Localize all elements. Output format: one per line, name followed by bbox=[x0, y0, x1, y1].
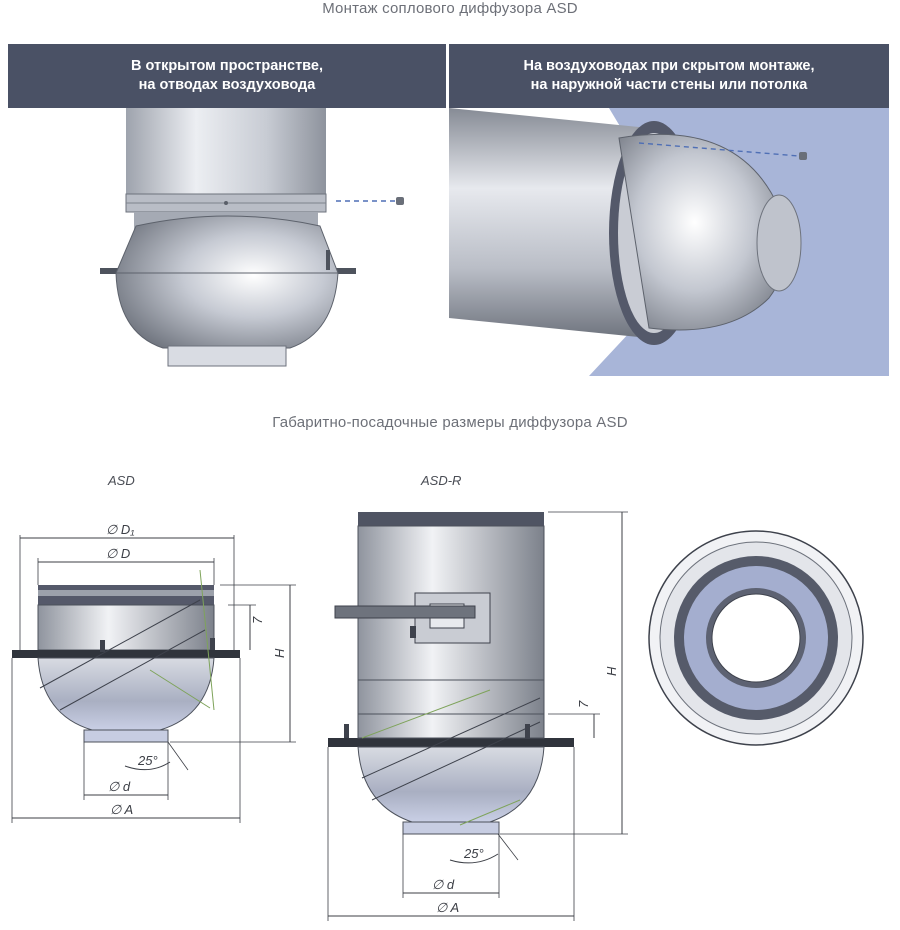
panel-header-open-space: В открытом пространстве, на отводах возд… bbox=[8, 44, 446, 108]
asd-r-dim-h: H bbox=[604, 666, 619, 676]
asd-dim-small-d: ∅ d bbox=[108, 779, 131, 794]
panel-header-line: на наружной части стены или потолка bbox=[530, 77, 808, 93]
asd-r-drawing: H 7 25° ∅ d ∅ A bbox=[327, 511, 628, 921]
asd-dim-7: 7 bbox=[250, 616, 265, 624]
asd-r-dim-7: 7 bbox=[576, 700, 591, 708]
render-open-space bbox=[8, 108, 446, 376]
panel-header-hidden-mount: На воздуховодах при скрытом монтаже, на … bbox=[449, 44, 889, 108]
asd-r-dim-a: ∅ A bbox=[436, 900, 459, 915]
asd-r-dim-angle: 25° bbox=[463, 846, 484, 861]
dimension-drawings: ∅ D₁ ∅ D 7 H 25° ∅ d ∅ A bbox=[11, 511, 864, 921]
asd-dim-d: ∅ D bbox=[106, 546, 130, 561]
asd-dim-h: H bbox=[272, 648, 287, 658]
asd-r-dim-small-d: ∅ d bbox=[432, 877, 455, 892]
mounting-title: Монтаж соплового диффузора ASD bbox=[322, 0, 578, 17]
front-view-ring bbox=[648, 530, 864, 746]
dimensions-title: Габаритно-посадочные размеры диффузора A… bbox=[272, 414, 628, 431]
panel-header-line: на отводах воздуховода bbox=[138, 77, 316, 93]
asd-r-label: ASD-R bbox=[421, 473, 462, 488]
asd-dim-d1: ∅ D₁ bbox=[106, 522, 134, 537]
asd-drawing: ∅ D₁ ∅ D 7 H 25° ∅ d ∅ A bbox=[11, 522, 296, 823]
panel-header-line: На воздуховодах при скрытом монтаже, bbox=[523, 58, 815, 74]
render-hidden-mount bbox=[449, 108, 889, 376]
panel-header-line: В открытом пространстве, bbox=[130, 58, 324, 74]
asd-label: ASD bbox=[108, 473, 135, 488]
asd-dim-angle: 25° bbox=[137, 753, 158, 768]
asd-dim-a: ∅ A bbox=[110, 802, 133, 817]
